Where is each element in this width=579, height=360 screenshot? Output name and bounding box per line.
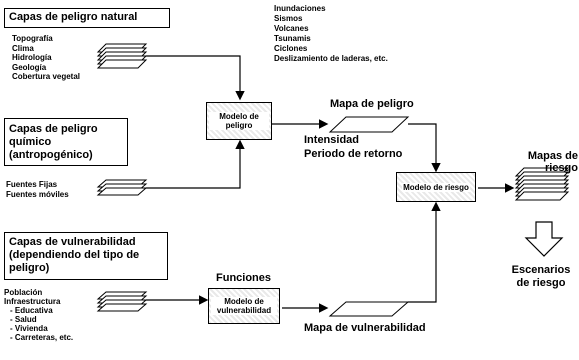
hazard-type-item: Inundaciones xyxy=(274,4,326,13)
vulnerability-input-item: Infraestructura xyxy=(4,297,61,306)
risk-model-label: Modelo de riesgo xyxy=(402,182,470,192)
chemical-input-item: Fuentes Fijas xyxy=(6,180,58,189)
hazard-map-label: Mapa de peligro xyxy=(330,98,414,110)
vulnerability-inputs-list: Población Infraestructura - Educativa - … xyxy=(4,288,73,342)
risk-scenarios-label: Escenarios de riesgo xyxy=(511,264,571,289)
chemical-hazard-layers-title: Capas de peligro químico (antropogénico) xyxy=(4,118,128,166)
hazard-model-box: Modelo de peligro xyxy=(206,102,272,140)
functions-label: Funciones xyxy=(216,272,272,284)
scenario-down-arrow xyxy=(524,221,564,257)
hazard-map-sheet xyxy=(328,116,410,133)
natural-layer-stack xyxy=(96,43,148,69)
hazard-type-item: Sismos xyxy=(274,14,303,23)
vulnerability-layer-stack xyxy=(96,291,148,312)
natural-input-item: Cobertura vegetal xyxy=(12,72,81,82)
natural-hazard-layers-title: Capas de peligro natural xyxy=(4,8,170,28)
risk-maps-stack xyxy=(514,167,570,201)
risk-maps-label: Mapas de riesgo xyxy=(527,150,578,174)
chemical-layer-stack xyxy=(96,179,148,196)
natural-input-item: Clima xyxy=(12,43,34,53)
hazard-type-item: Tsunamis xyxy=(274,34,311,43)
natural-input-item: Geología xyxy=(12,62,47,72)
chemical-inputs-list: Fuentes Fijas Fuentes móviles xyxy=(6,180,69,199)
hazard-type-item: Deslizamiento de laderas, etc. xyxy=(274,54,388,63)
hazard-type-item: Volcanes xyxy=(274,24,309,33)
risk-model-box: Modelo de riesgo xyxy=(396,172,476,202)
vulnerability-input-item: - Carreteras, etc. xyxy=(10,333,74,342)
vulnerability-input-item: - Vivienda xyxy=(10,324,48,333)
natural-inputs-list: Topografía Clima Hidrología Geología Cob… xyxy=(12,34,80,82)
return-period-label: Periodo de retorno xyxy=(304,148,403,160)
vulnerability-layers-title: Capas de vulnerabilidad (dependiendo del… xyxy=(4,232,168,280)
natural-input-item: Hidrología xyxy=(12,53,52,63)
hazard-types-list: Inundaciones Sismos Volcanes Tsunamis Ci… xyxy=(274,4,388,64)
natural-input-item: Topografía xyxy=(12,34,53,43)
vulnerability-map-sheet xyxy=(328,301,410,317)
vulnerability-input-item: - Educativa xyxy=(10,306,53,315)
vulnerability-model-box: Modelo de vulnerabilidad xyxy=(208,288,280,324)
vulnerability-map-label: Mapa de vulnerabilidad xyxy=(304,322,426,334)
hazard-type-item: Ciclones xyxy=(274,44,308,53)
hazard-model-label: Modelo de peligro xyxy=(209,112,269,130)
vulnerability-model-label: Modelo de vulnerabilidad xyxy=(211,297,277,315)
vulnerability-input-item: - Salud xyxy=(10,315,37,324)
intensity-label: Intensidad xyxy=(304,134,360,146)
chemical-input-item: Fuentes móviles xyxy=(6,189,69,199)
vulnerability-input-item: Población xyxy=(4,288,43,297)
